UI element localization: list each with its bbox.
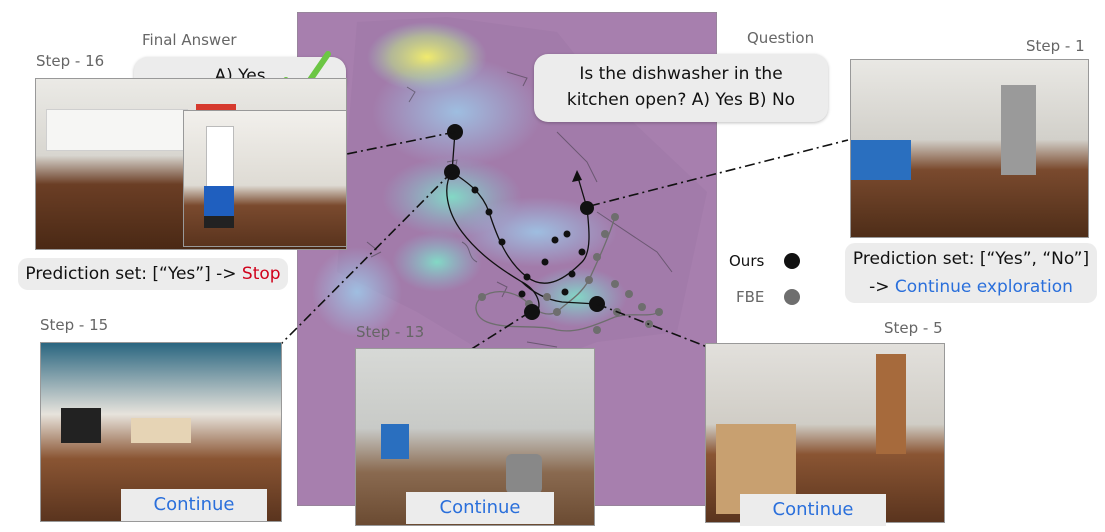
step-1-image [850,59,1089,238]
robot-image [183,110,347,247]
prediction-right-box: Prediction set: [“Yes”, “No”] -> Continu… [845,243,1097,303]
prediction-left-box: Prediction set: [“Yes”] -> Stop [18,258,288,290]
question-line-1: Is the dishwasher in the [579,64,783,84]
prediction-right-line-2: -> Continue exploration [845,273,1097,301]
step-15-continue-button[interactable]: Continue [121,489,267,521]
prediction-left-action: Stop [241,264,281,284]
step-5-label: Step - 5 [884,319,943,337]
legend-fbe-marker [784,289,800,305]
step-13-image [355,348,595,526]
step-16-label: Step - 16 [36,52,105,70]
step-1-label: Step - 1 [1026,37,1085,55]
question-heading: Question [747,29,815,47]
prediction-right-action: Continue exploration [894,277,1073,297]
question-line-2: kitchen open? A) Yes B) No [566,90,796,110]
step-15-label: Step - 15 [40,316,109,334]
step-13-continue-button[interactable]: Continue [406,492,554,524]
step-5-image [705,343,945,523]
step-5-continue-button[interactable]: Continue [740,494,886,526]
final-answer-heading: Final Answer [142,31,237,49]
prediction-left-prefix: Prediction set: [“Yes”] -> [25,264,242,284]
legend-fbe-label: FBE [736,288,765,306]
legend-ours-label: Ours [729,252,765,270]
prediction-right-line-1: Prediction set: [“Yes”, “No”] [852,249,1090,269]
prediction-right-arrow: -> [869,277,895,297]
step-13-label: Step - 13 [356,323,425,341]
question-bubble: Is the dishwasher in the kitchen open? A… [534,54,828,122]
legend-ours-marker [784,253,800,269]
